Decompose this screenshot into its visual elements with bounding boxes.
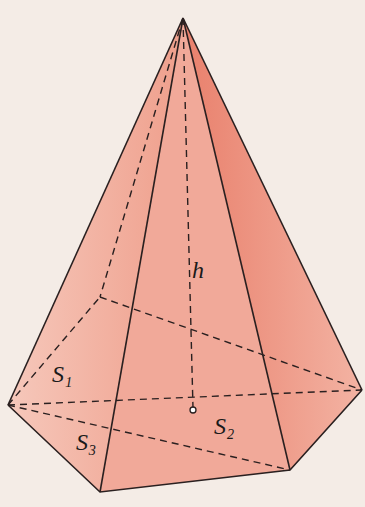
right-face	[183, 18, 362, 470]
hidden-edges	[8, 18, 362, 470]
visible-edges	[8, 18, 362, 492]
area-label: S₂	[214, 414, 234, 438]
height-label: h	[192, 258, 204, 282]
area-label: S₃	[76, 430, 96, 454]
area-label: S₁	[52, 362, 72, 386]
height-foot	[190, 407, 196, 413]
